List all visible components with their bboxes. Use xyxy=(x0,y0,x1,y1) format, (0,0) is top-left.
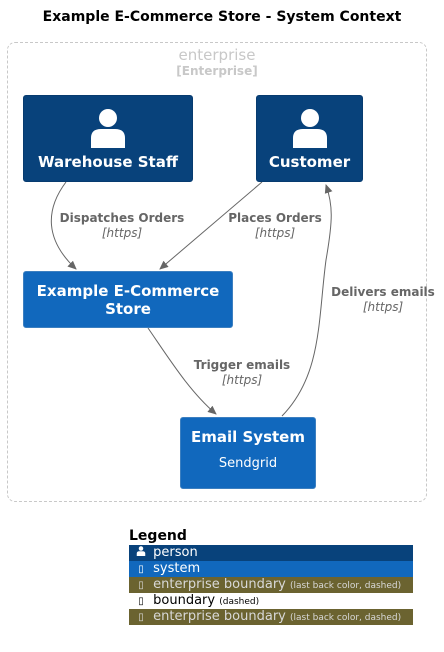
diagram-title: Example E-Commerce Store - System Contex… xyxy=(42,9,402,25)
edge-places-orders xyxy=(159,181,263,270)
warehouse-staff-node[interactable]: Warehouse Staff xyxy=(23,95,193,182)
boundary-name: enterprise xyxy=(178,46,256,64)
warehouse-staff-label: Warehouse Staff xyxy=(38,153,178,171)
edge-label-dispatches: Dispatches Orders [https] xyxy=(59,211,185,240)
email-system-description: Sendgrid xyxy=(218,456,278,471)
customer-node[interactable]: Customer xyxy=(256,95,363,182)
legend-title: Legend xyxy=(129,528,187,544)
legend-row-enterprise-boundary: ▯ enterprise boundary (last back color, … xyxy=(129,577,413,593)
legend-row-enterprise-boundary-2: ▯ enterprise boundary (last back color, … xyxy=(129,609,413,625)
edge-label-trigger: Trigger emails [https] xyxy=(193,358,291,387)
box-glyph-icon: ▯ xyxy=(138,612,144,623)
boundary-type: [Enterprise] xyxy=(176,64,258,78)
edge-delivers-emails xyxy=(281,184,333,417)
customer-label: Customer xyxy=(268,153,351,171)
legend: person ▯ system ▯ enterprise boundary (l… xyxy=(129,545,413,625)
box-glyph-icon: ▯ xyxy=(138,580,144,591)
box-glyph-icon: ▯ xyxy=(138,564,144,575)
store-label-line2: Store xyxy=(105,300,151,318)
legend-row-system: ▯ system xyxy=(129,561,413,577)
legend-row-person: person xyxy=(129,545,413,561)
enterprise-boundary xyxy=(7,42,427,502)
email-system-label: Email System xyxy=(191,428,305,446)
person-icon xyxy=(89,108,127,152)
person-icon xyxy=(291,108,329,152)
store-label-line1: Example E-Commerce xyxy=(36,282,220,300)
box-glyph-icon: ▯ xyxy=(138,596,144,607)
edge-label-delivers: Delivers emails [https] xyxy=(331,285,435,314)
edge-trigger-emails xyxy=(147,327,217,415)
edge-dispatches-orders xyxy=(50,181,77,270)
legend-row-boundary: ▯ boundary (dashed) xyxy=(129,593,413,609)
email-system-node[interactable]: Email System Sendgrid xyxy=(180,417,316,489)
person-icon xyxy=(133,546,149,561)
ecommerce-store-node[interactable]: Example E-Commerce Store xyxy=(23,271,233,328)
edge-label-places: Places Orders [https] xyxy=(228,211,322,240)
